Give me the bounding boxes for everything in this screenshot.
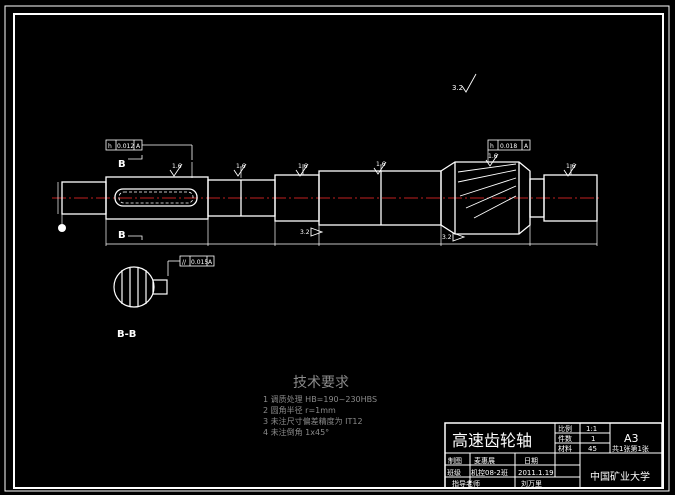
view-marker-top: B <box>118 159 126 170</box>
tolerance-frames <box>105 139 531 276</box>
section-bb-view <box>113 266 168 308</box>
title-date-value: 2011.1.19 <box>518 469 554 477</box>
title-advisor-name: 刘万里 <box>521 479 542 488</box>
tech-req-heading: 技术要求 <box>293 375 349 391</box>
tolerance-symbol-1: h <box>108 143 112 150</box>
section-arrows <box>128 155 143 240</box>
roughness-5: 1.6 <box>488 153 498 160</box>
shaft-profile <box>61 161 598 235</box>
tech-req-item-3: 3 未注尺寸偏差精度为 IT12 <box>263 416 363 426</box>
dimension-lines <box>57 150 598 246</box>
keyway-slot <box>114 188 198 207</box>
title-sheet-count: 共1张第1张 <box>612 444 649 453</box>
title-class-label: 班级 <box>447 468 461 477</box>
datum-a-marker <box>58 224 66 232</box>
tolerance-datum-1: A <box>136 143 141 150</box>
roughness-2: 1.6 <box>236 163 246 170</box>
title-date-label: 日期 <box>524 457 538 465</box>
tolerance-datum-3: A <box>208 259 213 266</box>
tech-req-item-1: 1 调质处理 HB=190~230HBS <box>263 394 377 404</box>
outer-border <box>4 5 670 492</box>
title-scale-value: 1:1 <box>586 425 597 433</box>
title-block-grid <box>444 422 663 489</box>
tech-req-item-4: 4 未注倒角 1x45° <box>263 427 329 437</box>
roughness-4: 1.6 <box>376 161 386 168</box>
title-drawn-label: 制图 <box>448 456 462 465</box>
datum-triangle-2 <box>452 232 466 242</box>
datum-label-1: 3.2 <box>300 229 310 236</box>
roughness-symbols <box>169 73 577 177</box>
roughness-1: 1.6 <box>172 163 182 170</box>
title-scale-label: 比例 <box>558 424 572 433</box>
annotations: B B B-B h 0.012 A h 0.018 A // 0.015 A 1… <box>108 84 576 340</box>
datum-triangle-1 <box>310 227 324 237</box>
tech-req-item-2: 2 圆角半径 r=1mm <box>263 405 336 415</box>
section-label: B-B <box>117 329 136 340</box>
title-advisor-label: 指导老师 <box>452 479 480 488</box>
title-qty-label: 件数 <box>558 434 572 443</box>
title-material-value: 45 <box>588 445 597 453</box>
title-material-label: 材料 <box>558 444 572 453</box>
title-class-value: 机控08-2班 <box>471 468 508 477</box>
tolerance-datum-2: A <box>524 143 529 150</box>
title-sheet-size: A3 <box>624 432 639 445</box>
tolerance-symbol-2: h <box>490 143 494 150</box>
view-marker-bottom: B <box>118 230 126 241</box>
roughness-6: 1.6 <box>566 163 576 170</box>
title-block: 高速齿轮轴 比例 1:1 件数 1 A3 制图 麦惠展 日期 材料 45 共1张… <box>447 424 650 488</box>
tolerance-symbol-3: // <box>182 259 187 266</box>
gear-teeth <box>457 163 517 219</box>
technical-requirements: 技术要求 1 调质处理 HB=190~230HBS 2 圆角半径 r=1mm 3… <box>263 375 377 437</box>
tolerance-value-2: 0.018 <box>500 143 517 150</box>
title-school: 中国矿业大学 <box>590 470 650 483</box>
title-part-name: 高速齿轮轴 <box>452 431 532 450</box>
title-qty-value: 1 <box>591 435 595 443</box>
tolerance-value-3: 0.015 <box>191 259 208 266</box>
tolerance-value-1: 0.012 <box>117 143 134 150</box>
general-roughness-note: 3.2 <box>452 84 463 92</box>
inner-border <box>13 13 664 489</box>
datum-label-2: 3.2 <box>442 234 452 241</box>
title-drawn-name: 麦惠展 <box>474 456 495 465</box>
keyway-inner <box>118 191 194 204</box>
roughness-3: 1.6 <box>298 163 308 170</box>
